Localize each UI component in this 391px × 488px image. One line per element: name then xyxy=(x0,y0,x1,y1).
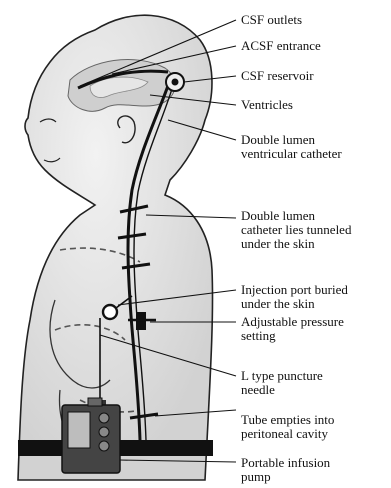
label-pressure-setting: Adjustable pressure setting xyxy=(241,315,344,343)
injection-port xyxy=(103,305,117,319)
portable-infusion-pump xyxy=(62,398,120,473)
label-injection-port: Injection port buried under the skin xyxy=(241,283,348,311)
label-tunneled-catheter: Double lumen catheter lies tunneled unde… xyxy=(241,209,351,251)
label-ventricles: Ventricles xyxy=(241,98,293,112)
label-tube-empties: Tube empties into peritoneal cavity xyxy=(241,413,334,441)
label-csf-reservoir: CSF reservoir xyxy=(241,69,314,83)
label-ventricular-catheter: Double lumen ventricular catheter xyxy=(241,133,342,161)
label-acsf-entrance: ACSF entrance xyxy=(241,39,321,53)
label-csf-outlets: CSF outlets xyxy=(241,13,302,27)
label-infusion-pump: Portable infusion pump xyxy=(241,456,330,484)
label-puncture-needle: L type puncture needle xyxy=(241,369,323,397)
